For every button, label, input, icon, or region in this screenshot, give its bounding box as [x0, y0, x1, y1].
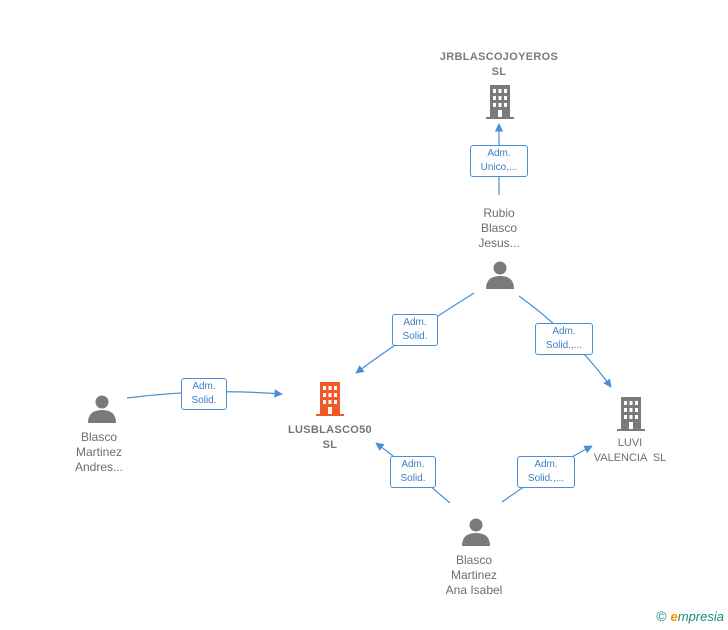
role-line: Unico,... — [480, 162, 518, 173]
person-label-rubio[interactable]: Rubio Blasco Jesus... — [459, 206, 539, 251]
company-label-jrblasco[interactable]: JRBLASCOJOYEROS SL — [436, 50, 562, 80]
label-line: LUVI — [617, 437, 643, 449]
label-line: Martinez — [450, 568, 497, 582]
label-line: Blasco — [455, 553, 493, 567]
label-line: JRBLASCOJOYEROS — [439, 51, 559, 63]
label-line: LUSBLASCO50 — [288, 424, 372, 436]
role-tag-ana-lusblasco[interactable]: Adm. Solid. — [390, 456, 436, 488]
label-line: Blasco — [80, 430, 118, 444]
building-icon[interactable] — [316, 382, 344, 416]
role-line: Adm. — [534, 459, 558, 470]
person-icon[interactable] — [88, 395, 116, 424]
label-line: Blasco — [480, 221, 518, 235]
empresia-logo: ©empresia — [656, 608, 724, 624]
label-line: SL — [322, 439, 338, 451]
role-tag-andres-lusblasco[interactable]: Adm. Solid. — [181, 378, 227, 410]
building-icon[interactable] — [617, 397, 645, 431]
label-line: SL — [491, 66, 507, 78]
label-line: Ana Isabel — [445, 583, 503, 597]
label-line: Martinez — [75, 445, 122, 459]
person-label-ana[interactable]: Blasco Martinez Ana Isabel — [429, 553, 519, 598]
label-line: Rubio — [483, 206, 515, 220]
brand-name: mpresia — [677, 609, 724, 624]
brand-initial: e — [670, 609, 678, 624]
role-line: Solid. — [191, 395, 217, 406]
role-tag-rubio-lusblasco[interactable]: Adm. Solid. — [392, 314, 438, 346]
label-line: VALENCIA SL — [593, 452, 667, 464]
person-icon[interactable] — [462, 518, 490, 547]
role-line: Solid. — [400, 473, 426, 484]
role-line: Adm. — [401, 459, 425, 470]
role-line: Adm. — [552, 326, 576, 337]
role-tag-ana-luvi[interactable]: Adm. Solid.,... — [517, 456, 575, 488]
copyright-icon: © — [656, 608, 667, 624]
person-icon[interactable] — [486, 261, 514, 290]
role-line: Solid.,... — [527, 473, 565, 484]
role-line: Solid. — [402, 331, 428, 342]
role-line: Adm. — [192, 381, 216, 392]
label-line: Jesus... — [478, 236, 520, 250]
role-tag-rubio-jrblasco[interactable]: Adm. Unico,... — [470, 145, 528, 177]
role-line: Adm. — [403, 317, 427, 328]
company-label-lusblasco[interactable]: LUSBLASCO50 SL — [270, 423, 390, 453]
company-label-luvi[interactable]: LUVI VALENCIA SL — [580, 436, 680, 466]
building-icon[interactable] — [486, 85, 514, 119]
role-tag-rubio-luvi[interactable]: Adm. Solid.,... — [535, 323, 593, 355]
label-line: Andres... — [74, 460, 124, 474]
role-line: Solid.,... — [545, 340, 583, 351]
role-line: Adm. — [487, 148, 511, 159]
person-label-andres[interactable]: Blasco Martinez Andres... — [59, 430, 139, 475]
